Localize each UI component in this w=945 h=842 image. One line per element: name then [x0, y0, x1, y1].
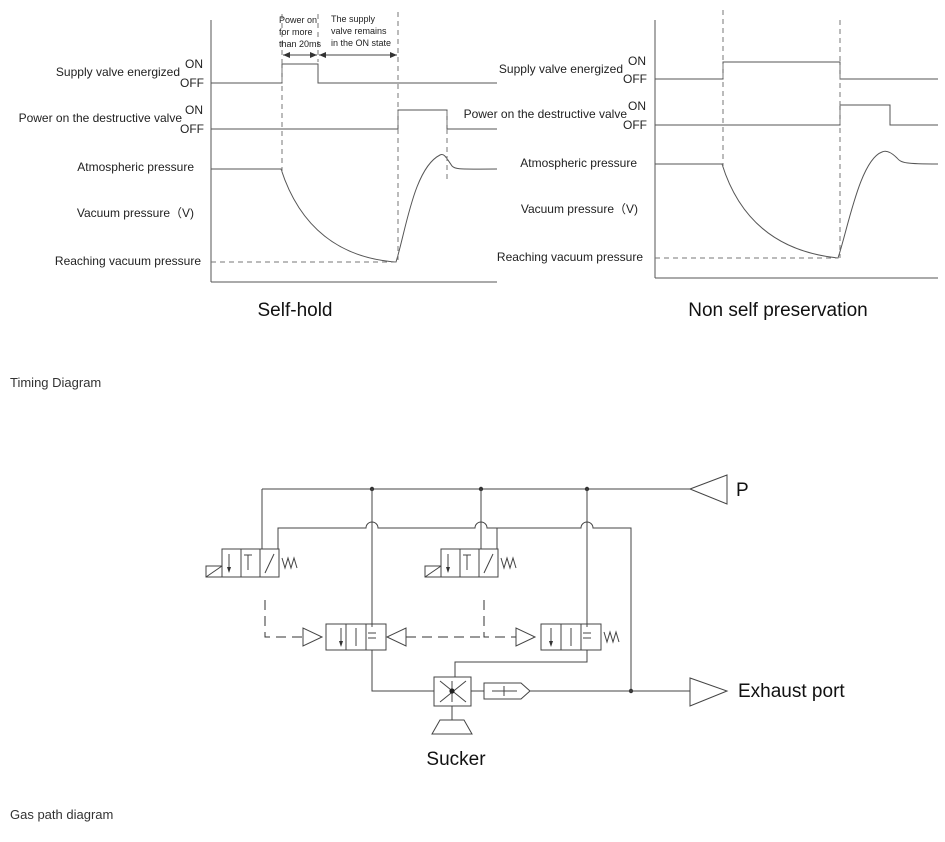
left-destructive-valve-trace [211, 109, 497, 130]
right-pressure-trace [655, 150, 939, 259]
sucker-cup [431, 719, 473, 735]
left-solenoid-valve [205, 548, 298, 578]
valve-flow-line [483, 553, 494, 574]
left-valve-spring [281, 556, 298, 570]
valve-flow-arrowhead [446, 567, 450, 573]
left-label-destructive: Power on the destructive valve [19, 111, 183, 125]
valve-flow-arrowhead [227, 567, 231, 573]
filter-body [483, 682, 531, 700]
valve-flow-line [264, 553, 275, 574]
solenoid-slash [205, 565, 223, 578]
middle-solenoid-valve [424, 548, 517, 578]
exhaust-line [277, 521, 632, 691]
exhaust-label: Exhaust port [738, 681, 845, 702]
left-label-supply: Supply valve energized [56, 65, 180, 79]
pressure-label: P [736, 480, 749, 501]
middle-valve-solenoid [424, 565, 442, 578]
middle-pilot-triangle-right [515, 627, 537, 647]
destructive-pilot-valve-body [540, 623, 602, 651]
right-title: Non self preservation [688, 300, 868, 321]
left-on-state-arrowhead-left [319, 52, 326, 58]
exhaust-port-triangle [689, 677, 729, 707]
pressure-source-triangle [688, 474, 728, 505]
right-supply-on: ON [628, 54, 646, 68]
left-label-reaching: Reaching vacuum pressure [55, 254, 201, 268]
valve-flow-arrowhead [339, 641, 343, 647]
vacuum-to-ejector-pipe [371, 650, 434, 692]
destructive-valve-spring [603, 630, 620, 644]
valve-flow-arrowhead [549, 641, 553, 647]
left-note-20ms-3: than 20ms [279, 39, 322, 49]
destructive-pilot-valve [540, 623, 620, 651]
ejector-center-dot [449, 688, 455, 694]
right-destructive-on: ON [628, 99, 646, 113]
left-valve-solenoid [205, 565, 223, 578]
left-supply-valve-trace [211, 63, 497, 84]
left-destructive-on: ON [185, 103, 203, 117]
sucker-label: Sucker [426, 749, 486, 770]
left-title: Self-hold [258, 300, 333, 321]
left-note-20ms-2: for more [279, 27, 313, 37]
right-supply-valve-trace [655, 61, 938, 80]
middle-valve-body [440, 548, 499, 578]
left-note-on-3: in the ON state [331, 38, 391, 48]
left-valve-body [221, 548, 280, 578]
right-label-reaching: Reaching vacuum pressure [497, 250, 643, 264]
left-destructive-off: OFF [180, 122, 204, 136]
middle-pilot-triangle-left [385, 627, 407, 647]
solenoid-slash [424, 565, 442, 578]
middle-valve-spring [500, 556, 517, 570]
right-destructive-valve-trace [655, 104, 938, 126]
ejector-box [433, 676, 472, 707]
gas-caption: Gas path diagram [10, 807, 113, 822]
left-pressure-trace [211, 154, 498, 263]
destructive-to-ejector-pipe [454, 650, 588, 677]
right-label-atmospheric: Atmospheric pressure [520, 156, 637, 170]
left-note-20ms-1: Power on [279, 15, 317, 25]
timing-diagram-self-hold: Supply valve energized Power on the dest… [19, 12, 498, 321]
timing-diagram-non-self: Supply valve energized Power on the dest… [464, 10, 939, 321]
left-20ms-arrowhead-right [310, 52, 317, 58]
left-pilot-line [264, 600, 303, 638]
right-destructive-off: OFF [623, 118, 647, 132]
right-label-supply: Supply valve energized [499, 62, 623, 76]
left-on-state-arrowhead-right [390, 52, 397, 58]
left-label-vacuum: Vacuum pressure（V) [77, 206, 194, 220]
vacuum-pilot-valve [325, 623, 387, 651]
right-label-destructive: Power on the destructive valve [464, 107, 628, 121]
gas-path-diagram: P [205, 474, 845, 770]
right-label-vacuum: Vacuum pressure（V) [521, 202, 638, 216]
left-label-atmospheric: Atmospheric pressure [77, 160, 194, 174]
left-pilot-triangle [302, 627, 324, 647]
right-supply-off: OFF [623, 72, 647, 86]
vacuum-pilot-valve-body [325, 623, 387, 651]
left-supply-off: OFF [180, 76, 204, 90]
left-20ms-arrowhead-left [283, 52, 290, 58]
middle-pilot-line-right [483, 600, 516, 638]
exhaust-filter [483, 682, 531, 700]
left-note-on-2: valve remains [331, 26, 387, 36]
left-note-on-1: The supply [331, 14, 376, 24]
left-supply-on: ON [185, 57, 203, 71]
timing-caption: Timing Diagram [10, 375, 101, 390]
